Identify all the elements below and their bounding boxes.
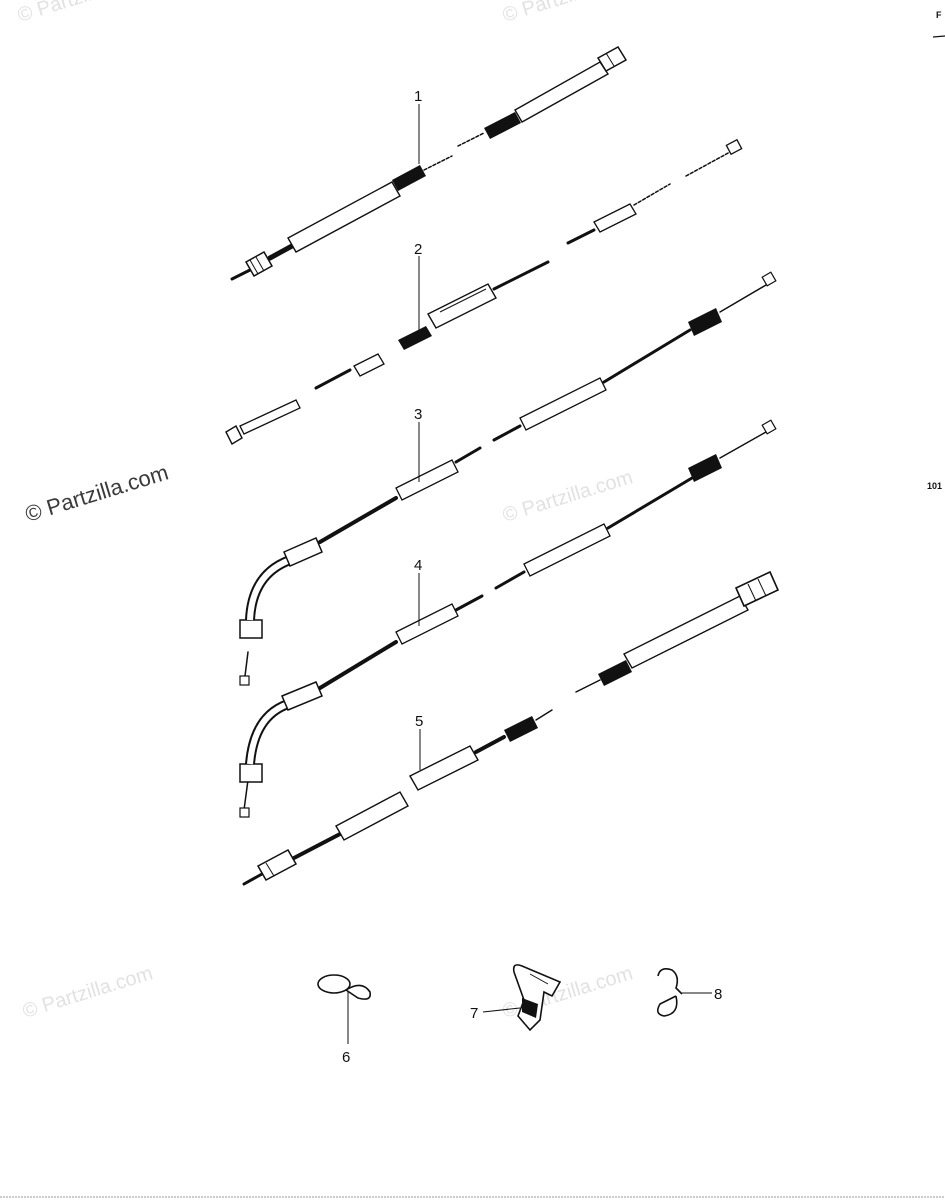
watermark-bottom-left: © Partzilla.com — [20, 962, 155, 1022]
edge-mark-top-right: F — [936, 10, 942, 20]
watermark-main: © Partzilla.com — [22, 460, 171, 527]
callout-8: 8 — [714, 986, 722, 1003]
cable-1 — [230, 45, 628, 281]
watermark-middle: © Partzilla.com — [500, 466, 635, 526]
callout-1: 1 — [414, 88, 422, 105]
callout-5: 5 — [415, 713, 423, 730]
part-8-clamp — [656, 968, 683, 1017]
callout-3: 3 — [414, 406, 422, 423]
callout-4: 4 — [414, 557, 422, 574]
callout-7: 7 — [470, 1005, 478, 1022]
cable-4 — [239, 419, 777, 818]
watermark-top-center: © Partzilla.com — [500, 0, 635, 27]
part-7-clamp — [512, 964, 562, 1032]
callout-6: 6 — [342, 1049, 350, 1066]
cable-3 — [239, 271, 777, 686]
edge-tick-top-right — [932, 35, 945, 38]
callout-leaders — [347, 104, 712, 1044]
part-6-clamp — [317, 974, 372, 1000]
callout-2: 2 — [414, 241, 422, 258]
watermark-top-left: © Partzilla.com — [15, 0, 150, 27]
cable-2 — [225, 138, 743, 445]
edge-mark-right: 101 — [927, 481, 942, 491]
cable-5 — [242, 570, 780, 886]
